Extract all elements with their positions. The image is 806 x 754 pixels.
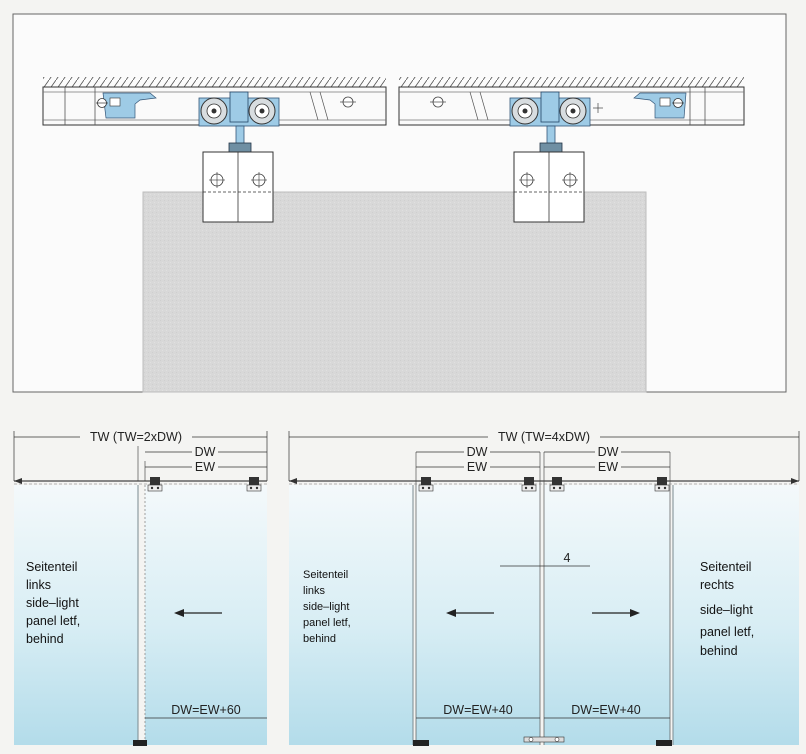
arrow-left-icon <box>174 609 222 617</box>
formula-label: DW=EW+40 <box>443 703 513 717</box>
floor-guide-icon <box>523 736 565 743</box>
roller-icon <box>246 477 262 492</box>
roller-icon <box>654 477 670 492</box>
door-panel-grey <box>142 191 647 393</box>
dimension-label-tw: TW (TW=2xDW) <box>90 430 182 444</box>
dimension-label-tw: TW (TW=4xDW) <box>498 430 590 444</box>
hardware-detail-drawing <box>12 13 787 393</box>
gap-dimension-label: 4 <box>564 551 571 565</box>
left-track-assembly <box>42 77 387 223</box>
formula-label: DW=EW+40 <box>571 703 641 717</box>
dimension-label-ew: EW <box>598 460 618 474</box>
dimension-label-dw: DW <box>467 445 488 459</box>
sliding-door-center-left <box>416 485 540 745</box>
sliding-door-center-right <box>544 485 670 745</box>
side-panel-label-left: Seitenteil links side–light panel letf, … <box>26 560 84 646</box>
sliding-door-left <box>145 485 267 745</box>
side-light-panel-left <box>14 485 138 745</box>
arrow-right-icon <box>592 609 640 617</box>
arrow-left-icon <box>446 609 494 617</box>
side-light-panel-center <box>289 485 413 745</box>
roller-icon <box>521 477 537 492</box>
dimension-label-dw: DW <box>195 445 216 459</box>
config-four-panel: TW (TW=4xDW) DW EW DW EW 4 DW=EW+40 DW=E… <box>288 429 800 746</box>
roller-icon <box>147 477 163 492</box>
roller-icon <box>549 477 565 492</box>
dimension-label-dw: DW <box>598 445 619 459</box>
dimension-label-ew: EW <box>195 460 215 474</box>
config-two-panel: TW (TW=2xDW) DW EW DW=EW+60 Seitenteil l… <box>13 429 268 746</box>
formula-label: DW=EW+60 <box>171 703 241 717</box>
dimension-label-ew: EW <box>467 460 487 474</box>
right-track-assembly <box>398 77 745 223</box>
side-panel-label-center: Seitenteil links side–light panel letf, … <box>303 569 354 645</box>
side-light-panel-right <box>673 485 799 745</box>
roller-icon <box>418 477 434 492</box>
side-panel-label-right: Seitenteil rechts side–light panel letf,… <box>700 560 758 658</box>
